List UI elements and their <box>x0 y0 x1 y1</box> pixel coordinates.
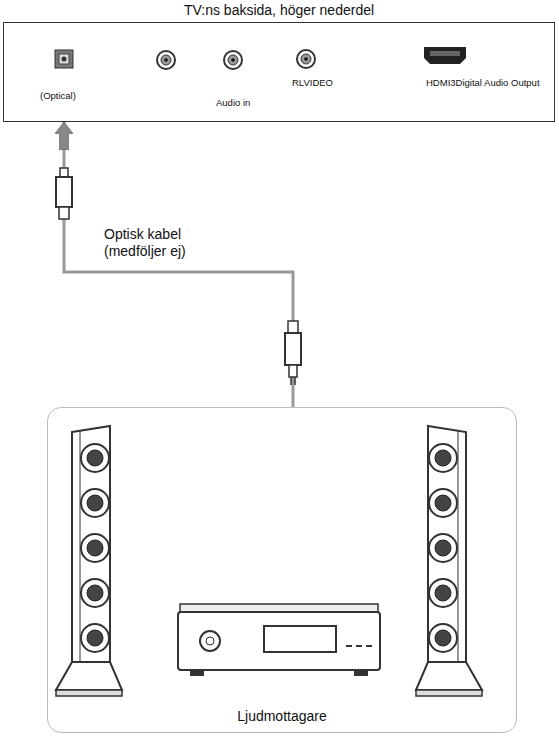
rca-jack <box>157 51 175 69</box>
speaker-driver <box>429 579 457 607</box>
speaker-driver <box>87 630 103 646</box>
cable-label: Optisk kabel (medföljer ej) <box>104 226 208 260</box>
optical-plug <box>56 168 72 219</box>
panel-heading: TV:ns baksida, höger nederdel <box>4 2 554 18</box>
optical-port <box>55 50 73 68</box>
speaker-driver <box>87 540 103 556</box>
rca-jack <box>224 51 242 69</box>
speaker-driver <box>87 450 103 466</box>
speaker <box>416 426 482 696</box>
speaker <box>56 426 122 696</box>
speaker-driver <box>87 495 103 511</box>
optical-plug <box>285 321 301 385</box>
speaker-driver <box>81 534 109 562</box>
rca-jack <box>297 50 315 68</box>
speaker-driver <box>429 444 457 472</box>
device-label: Ljudmottagare <box>48 708 516 724</box>
speaker-driver <box>435 540 451 556</box>
optical-cable <box>64 122 293 407</box>
speaker-driver <box>429 489 457 517</box>
speaker-driver <box>435 630 451 646</box>
speaker-driver <box>81 489 109 517</box>
speaker-driver <box>435 495 451 511</box>
speaker-driver <box>81 444 109 472</box>
port-label: RLVIDEO <box>292 77 333 88</box>
port-label: HDMI3Digital Audio Output <box>426 77 540 88</box>
port-label: (Optical) <box>40 90 76 101</box>
speaker-driver <box>81 624 109 652</box>
port-label: Audio in <box>216 97 250 108</box>
speaker-driver <box>87 585 103 601</box>
hdmi-port <box>424 47 466 64</box>
receiver-group: Ljudmottagare <box>47 407 517 733</box>
speaker-driver <box>429 624 457 652</box>
tv-back-panel: TV:ns baksida, höger nederdel <box>3 22 555 122</box>
speaker-driver <box>435 585 451 601</box>
speaker-driver <box>435 450 451 466</box>
audio-receiver <box>178 604 380 676</box>
speaker-driver <box>81 579 109 607</box>
speaker-driver <box>429 534 457 562</box>
